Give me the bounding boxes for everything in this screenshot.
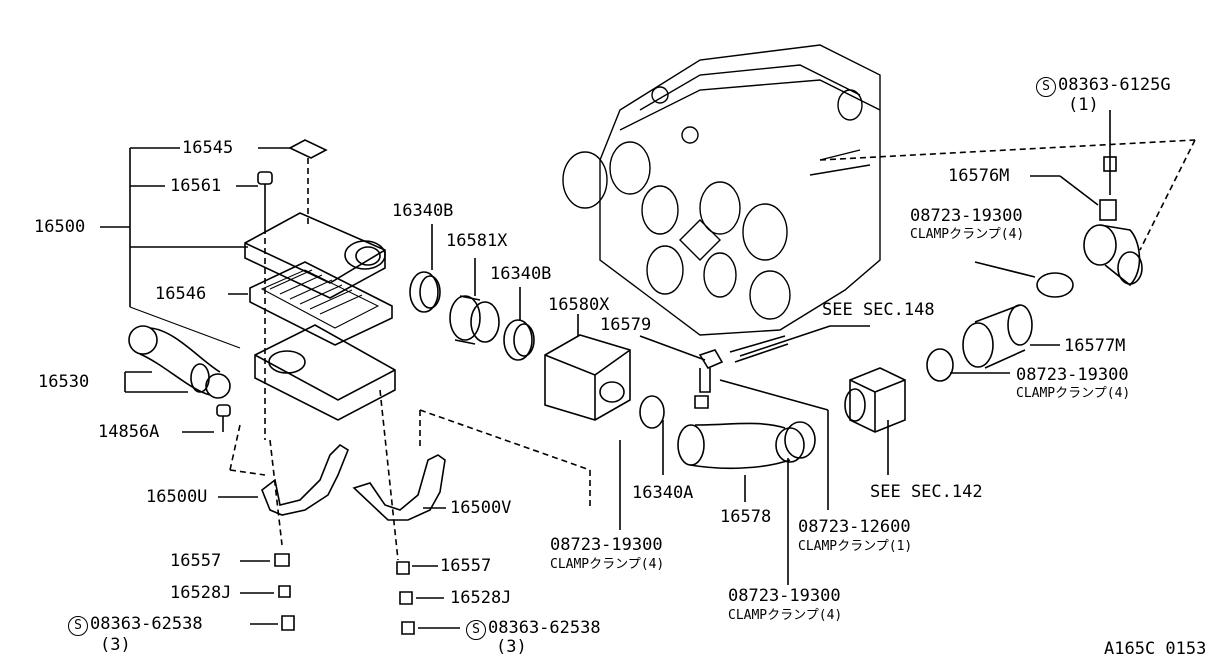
engine-shape (562, 44, 881, 336)
part-number-08363-6125G: 08363-6125G (1058, 75, 1171, 95)
label-16545: 16545 (182, 138, 234, 158)
label-08723-19300-a: 08723-19300 (550, 535, 663, 555)
label-16340B-b: 16340B (490, 264, 552, 284)
label-16579: 16579 (600, 315, 652, 335)
label-16546: 16546 (155, 284, 207, 304)
label-16500: 16500 (34, 217, 86, 237)
duct-16530-shape (128, 325, 231, 399)
label-plate-shape (288, 139, 328, 159)
label-16557-left: 16557 (170, 551, 222, 571)
qty-08363-62538-right: (3) (496, 637, 527, 657)
label-see-sec-148: SEE SEC.148 (822, 300, 935, 320)
elbow-16576M-shape (1083, 199, 1143, 287)
desc-08723-19300-a: CLAMPクランプ(4) (550, 557, 665, 572)
label-14856A: 14856A (98, 422, 160, 442)
label-16530: 16530 (38, 372, 90, 392)
bracket-16500V-shape (352, 454, 446, 521)
label-08723-19300-b: 08723-19300 (728, 586, 841, 606)
bracket-16500U-shape (261, 443, 349, 516)
label-16528J-left: 16528J (170, 583, 232, 603)
bolt-16561-shape (257, 171, 273, 228)
part-number-08363-62538-right: 08363-62538 (488, 618, 601, 638)
desc-08723-12600: CLAMPクランプ(1) (798, 539, 913, 554)
label-see-sec-142: SEE SEC.142 (870, 482, 983, 502)
s-symbol-icon: S (1036, 77, 1056, 97)
hose-16578-shape (677, 422, 805, 470)
label-16528J-right: 16528J (450, 588, 512, 608)
air-cleaner-case-shape (254, 324, 396, 421)
label-16340B-a: 16340B (392, 201, 454, 221)
sensor-142-shape (844, 367, 906, 433)
desc-08723-19300-b: CLAMPクランプ(4) (728, 608, 843, 623)
hose-16581X-shape (449, 295, 500, 345)
label-16557-right: 16557 (440, 556, 492, 576)
label-16340A: 16340A (632, 483, 694, 503)
label-16500V: 16500V (450, 498, 512, 518)
label-16577M: 16577M (1064, 336, 1126, 356)
s-symbol-icon: S (466, 620, 486, 640)
part-number-08363-62538-left: 08363-62538 (90, 614, 203, 634)
desc-08723-19300-c: CLAMPクランプ(4) (1016, 386, 1131, 401)
label-16561: 16561 (170, 176, 222, 196)
air-cleaner-cover-shape (244, 212, 386, 299)
qty-08363-6125G: (1) (1068, 95, 1099, 115)
leader-16500 (100, 147, 290, 349)
hose-16577M-shape (962, 304, 1033, 369)
s-symbol-icon: S (68, 616, 88, 636)
diagram-code: A165C 0153 (1104, 639, 1207, 659)
label-16576M: 16576M (948, 166, 1010, 186)
label-08723-19300-d: 08723-19300 (910, 206, 1023, 226)
label-16581X: 16581X (446, 231, 508, 251)
label-16500U: 16500U (146, 487, 208, 507)
filter-element-shape (249, 261, 393, 346)
label-16580X: 16580X (548, 295, 610, 315)
air-flow-meter-box-shape (544, 334, 631, 421)
label-16578: 16578 (720, 507, 772, 527)
qty-08363-62538-left: (3) (100, 635, 131, 655)
label-08723-12600: 08723-12600 (798, 517, 911, 537)
desc-08723-19300-d: CLAMPクランプ(4) (910, 227, 1025, 242)
label-08723-19300-c: 08723-19300 (1016, 365, 1129, 385)
